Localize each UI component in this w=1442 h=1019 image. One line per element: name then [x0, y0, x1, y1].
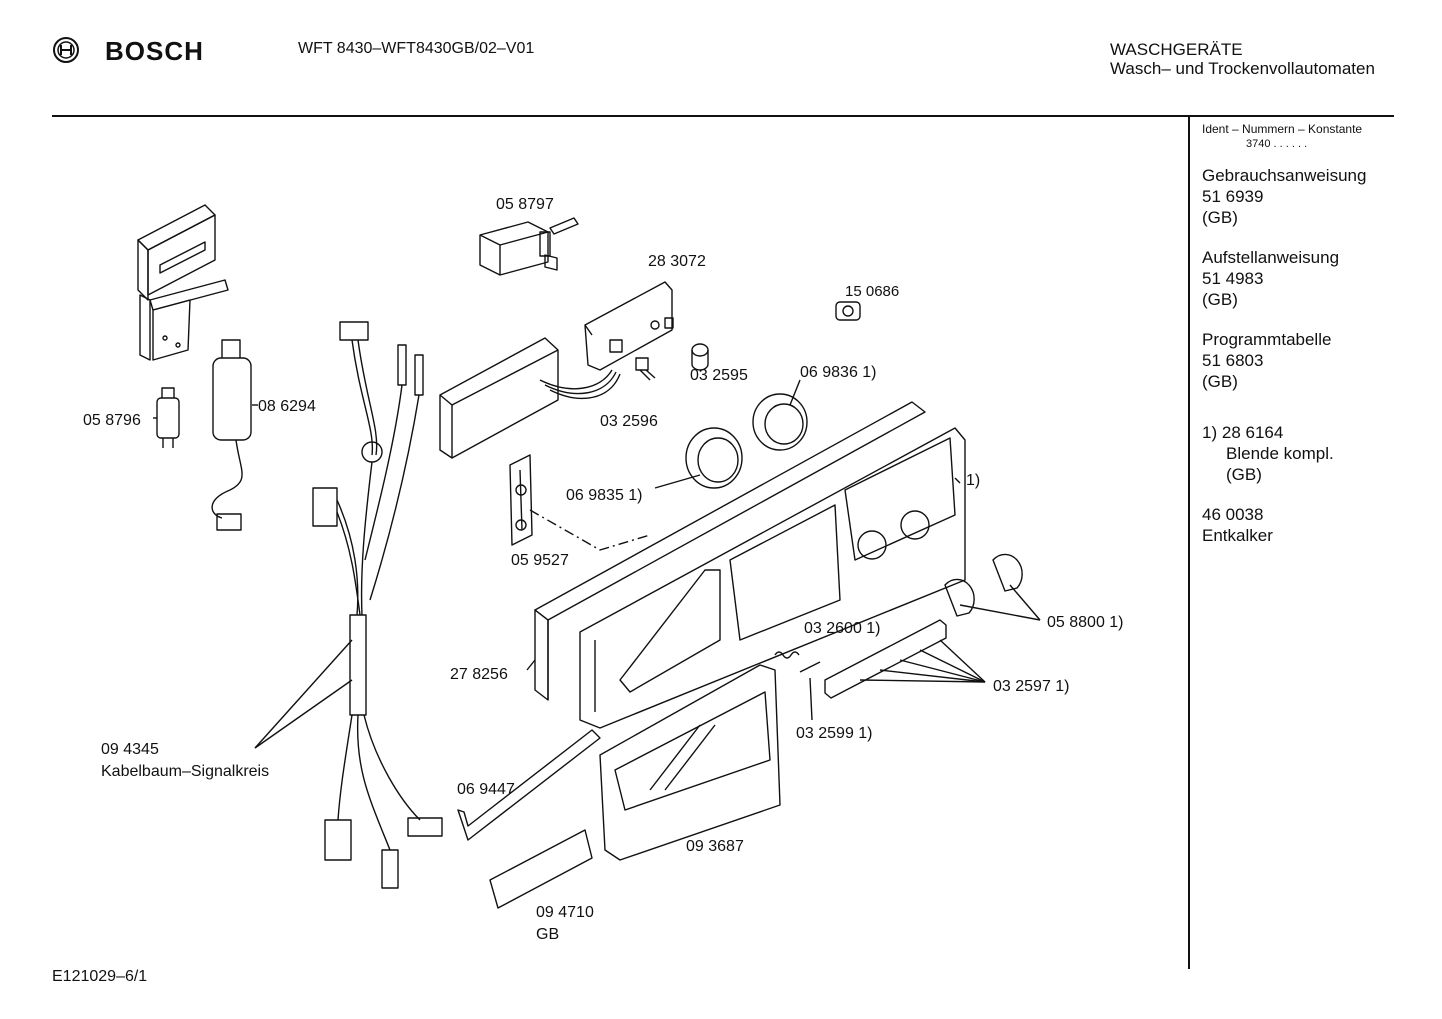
sidebar-divider: [1188, 117, 1190, 969]
category-subtitle: Wasch– und Trockenvollautomaten: [1110, 59, 1375, 78]
brand-name: BOSCH: [105, 36, 204, 66]
extra-text: Entkalker: [1202, 526, 1273, 545]
label-032600: 03 2600 1): [804, 620, 881, 637]
doc-region: (GB): [1202, 372, 1238, 391]
label-069835: 06 9835 1): [566, 487, 643, 504]
label-part: [489, 829, 593, 909]
label-278256: 27 8256: [450, 666, 508, 683]
knob-ring-069836: [752, 393, 808, 451]
header-divider: [52, 115, 1394, 117]
label-058797: 05 8797: [496, 196, 554, 213]
button-row: [824, 619, 947, 699]
label-094710: 09 4710: [536, 904, 594, 921]
spring-part: [774, 651, 800, 659]
doc-region: (GB): [1202, 208, 1238, 227]
label-032596: 03 2596: [600, 413, 658, 430]
model-number: WFT 8430–WFT8430GB/02–V01: [298, 40, 535, 57]
label-094710-region: GB: [536, 926, 560, 943]
exploded-parts-diagram: [137, 204, 1041, 909]
capacitor-large: [211, 339, 252, 531]
bulb-holder: [635, 357, 656, 381]
footnote-number: 28 6164: [1221, 423, 1284, 442]
label-059527: 05 9527: [511, 552, 569, 569]
ident-title: Ident – Nummern – Konstante: [1202, 122, 1363, 136]
button-board: [439, 337, 559, 459]
label-note1: 1): [966, 472, 981, 489]
capacitor-small: [156, 387, 180, 448]
category-title: WASCHGERÄTE: [1110, 40, 1243, 59]
doc-number: 51 6939: [1202, 187, 1264, 206]
ident-value: 3740 . . . . . .: [1246, 138, 1308, 150]
label-032595: 03 2595: [690, 367, 748, 384]
label-150686: 15 0686: [845, 283, 900, 300]
footnote-line: 1) 28 6164: [1202, 422, 1432, 443]
circuit-board: [584, 281, 674, 371]
label-069836: 06 9836 1): [800, 364, 877, 381]
plug-part: [835, 301, 861, 321]
document-code: E121029–6/1: [52, 968, 148, 985]
cable-harness: [312, 321, 443, 889]
label-094345: 09 4345: [101, 741, 159, 758]
front-panel: [534, 401, 966, 729]
label-283072: 28 3072: [648, 253, 706, 270]
footnote-region: (GB): [1226, 465, 1262, 484]
bosch-logo-icon: [52, 36, 80, 69]
extra-block: 46 0038 Entkalker: [1202, 504, 1432, 546]
footnote-marker: 1): [1202, 423, 1218, 442]
doc-number: 51 6803: [1202, 351, 1264, 370]
knob-caps: [944, 553, 1023, 617]
footnote-text: Blende kompl.: [1226, 444, 1334, 463]
doc-title: Gebrauchsanweisung: [1202, 166, 1367, 185]
label-032597: 03 2597 1): [993, 678, 1070, 695]
label-069447: 06 9447: [457, 781, 515, 798]
doc-block: Aufstellanweisung 51 4983 (GB): [1202, 247, 1432, 310]
doc-block: Gebrauchsanweisung 51 6939 (GB): [1202, 165, 1432, 228]
footnote-block: 1) 28 6164 Blende kompl. (GB): [1202, 422, 1432, 485]
knob-ring-069835: [685, 427, 743, 489]
label-058796: 05 8796: [83, 412, 141, 429]
doc-title: Aufstellanweisung: [1202, 248, 1340, 267]
doc-region: (GB): [1202, 290, 1238, 309]
pin-part: [799, 661, 821, 673]
door-panel: [599, 664, 781, 861]
slider-guide: [509, 454, 533, 546]
lamp-part: [691, 343, 709, 371]
label-086294: 08 6294: [258, 398, 316, 415]
sidebar: Ident – Nummern – Konstante 3740 . . . .…: [1202, 122, 1432, 546]
label-058800: 05 8800 1): [1047, 614, 1124, 631]
label-094345-name: Kabelbaum–Signalkreis: [101, 763, 270, 780]
extra-number: 46 0038: [1202, 505, 1264, 524]
bracket-part: [137, 204, 229, 361]
label-032599: 03 2599 1): [796, 725, 873, 742]
label-093687: 09 3687: [686, 838, 744, 855]
switch-part: [479, 217, 579, 276]
doc-block: Programmtabelle 51 6803 (GB): [1202, 329, 1432, 392]
doc-number: 51 4983: [1202, 269, 1264, 288]
handle-part: [457, 729, 601, 841]
doc-title: Programmtabelle: [1202, 330, 1332, 349]
